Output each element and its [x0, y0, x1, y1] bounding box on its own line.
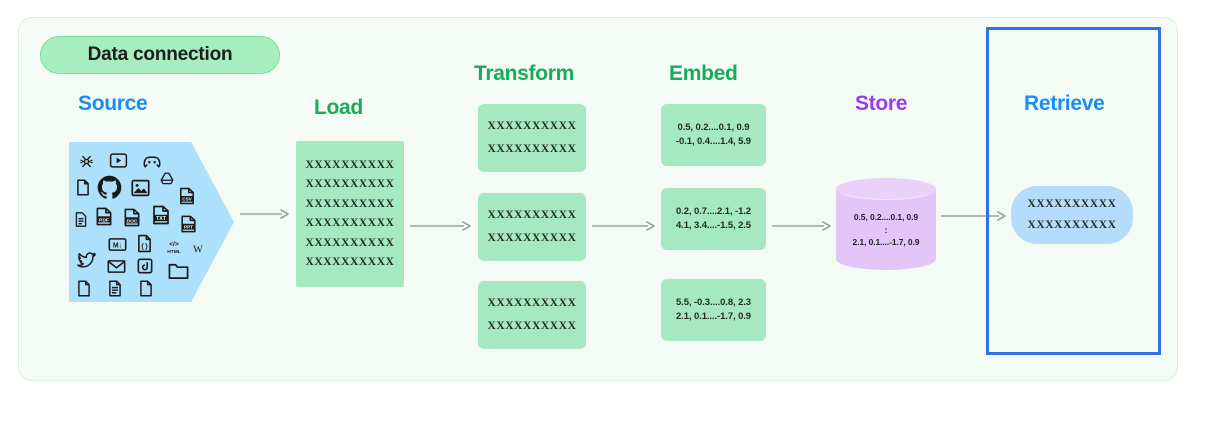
svg-text:W: W — [193, 245, 203, 256]
store-cylinder-top — [836, 178, 936, 200]
embed-row: 2.1, 0.1....-1.7, 0.9 — [675, 311, 751, 322]
embed-box: 0.5, 0.2....0.1, 0.9 -0.1, 0.4....1.4, 5… — [661, 104, 766, 166]
arrow-load-to-transform — [410, 220, 472, 232]
stage-title-source: Source — [78, 92, 148, 115]
stage-title-store: Store — [855, 92, 908, 115]
load-row: XXXXXXXXXX — [305, 158, 395, 171]
stage-title-load: Load — [314, 96, 363, 119]
pdf-file-icon: PDF — [95, 207, 113, 226]
retrieve-row: XXXXXXXXXX — [1027, 197, 1117, 210]
store-cylinder-bottom — [836, 248, 936, 270]
retrieve-panel — [986, 27, 1161, 355]
wikipedia-icon: W — [191, 242, 205, 256]
ppt-file-icon: PPT — [180, 215, 197, 233]
transform-row: XXXXXXXXXX — [487, 209, 577, 221]
discord-icon — [142, 154, 162, 169]
store-cylinder-body — [836, 189, 936, 259]
image-icon — [131, 179, 150, 197]
doc-file-icon: DOC — [123, 208, 141, 227]
store-row: 2.1, 0.1....-1.7, 0.9 — [852, 237, 920, 248]
slack-icon — [79, 154, 94, 169]
arrow-source-to-load — [240, 208, 290, 220]
embed-row: 5.5, -0.3....0.8, 2.3 — [675, 297, 751, 309]
markdown-file-icon: M↓ — [108, 237, 127, 252]
blank-file-icon — [77, 280, 91, 297]
load-box: XXXXXXXXXX XXXXXXXXXX XXXXXXXXXX XXXXXXX… — [296, 141, 404, 287]
embed-box: 0.2, 0.7....2.1, -1.2 4.1, 3.4....-1.5, … — [661, 188, 766, 250]
text-file-icon — [108, 280, 122, 297]
google-drive-icon — [160, 172, 174, 185]
transform-row: XXXXXXXXXX — [487, 142, 577, 155]
embed-row: 4.1, 3.4....-1.5, 2.5 — [675, 220, 751, 231]
csv-file-icon: CSV — [179, 187, 195, 205]
stage-title-transform: Transform — [474, 62, 574, 85]
stage-title-retrieve: Retrieve — [1024, 92, 1105, 115]
transform-box: XXXXXXXXXX XXXXXXXXXX — [478, 281, 586, 349]
data-connection-badge: Data connection — [40, 36, 280, 74]
transform-row: XXXXXXXXXX — [487, 319, 577, 332]
retrieve-row: XXXXXXXXXX — [1027, 219, 1117, 231]
load-row: XXXXXXXXXX — [305, 178, 395, 190]
embed-row: 0.5, 0.2....0.1, 0.9 — [677, 122, 750, 134]
document-icon — [75, 212, 87, 227]
arrow-embed-to-store — [772, 220, 832, 232]
file-icon — [76, 179, 90, 196]
load-row: XXXXXXXXXX — [305, 197, 395, 210]
embed-box: 5.5, -0.3....0.8, 2.3 2.1, 0.1....-1.7, … — [661, 279, 766, 341]
folder-icon — [168, 262, 189, 280]
transform-box: XXXXXXXXXX XXXXXXXXXX — [478, 104, 586, 172]
store-cylinder-text: 0.5, 0.2....0.1, 0.9 : 2.1, 0.1....-1.7,… — [836, 204, 936, 256]
svg-text:CSV: CSV — [182, 197, 192, 202]
txt-file-icon: TXT — [152, 205, 170, 225]
svg-text:TXT: TXT — [156, 216, 167, 222]
data-connection-badge-label: Data connection — [87, 44, 233, 65]
video-play-icon — [109, 153, 128, 168]
store-row: 0.5, 0.2....0.1, 0.9 — [853, 211, 919, 222]
retrieve-box: XXXXXXXXXX XXXXXXXXXX — [1011, 186, 1133, 244]
store-cylinder: 0.5, 0.2....0.1, 0.9 : 2.1, 0.1....-1.7,… — [836, 178, 936, 270]
transform-row: XXXXXXXXXX — [487, 120, 577, 132]
svg-text:M↓: M↓ — [113, 243, 122, 250]
svg-text:PDF: PDF — [99, 217, 109, 223]
transform-row: XXXXXXXXXX — [487, 297, 577, 309]
source-icon-grid: CSV PDF DOC — [69, 142, 234, 302]
embed-row: -0.1, 0.4....1.4, 5.9 — [675, 136, 751, 147]
transform-box: XXXXXXXXXX XXXXXXXXXX — [478, 193, 586, 261]
github-icon — [96, 174, 123, 201]
svg-text:{}: {} — [141, 243, 149, 250]
svg-text:HTML: HTML — [167, 249, 181, 255]
embed-row: 0.2, 0.7....2.1, -1.2 — [675, 206, 751, 218]
twitter-icon — [77, 252, 96, 269]
load-row: XXXXXXXXXX — [305, 256, 395, 268]
stage-title-embed: Embed — [669, 62, 738, 85]
store-row: : — [884, 224, 888, 235]
app-icon — [137, 258, 153, 274]
email-icon — [107, 259, 126, 274]
arrow-transform-to-embed — [592, 220, 656, 232]
svg-text:DOC: DOC — [127, 218, 138, 224]
svg-text:</>: </> — [169, 241, 179, 248]
arrow-store-to-retrieve — [941, 210, 1007, 222]
load-row: XXXXXXXXXX — [305, 217, 395, 229]
page-file-icon — [139, 280, 153, 297]
html-icon: </> HTML — [164, 239, 184, 255]
transform-row: XXXXXXXXXX — [487, 231, 577, 244]
load-row: XXXXXXXXXX — [305, 236, 395, 249]
svg-text:PPT: PPT — [184, 225, 193, 230]
code-file-icon: {} — [137, 234, 152, 253]
